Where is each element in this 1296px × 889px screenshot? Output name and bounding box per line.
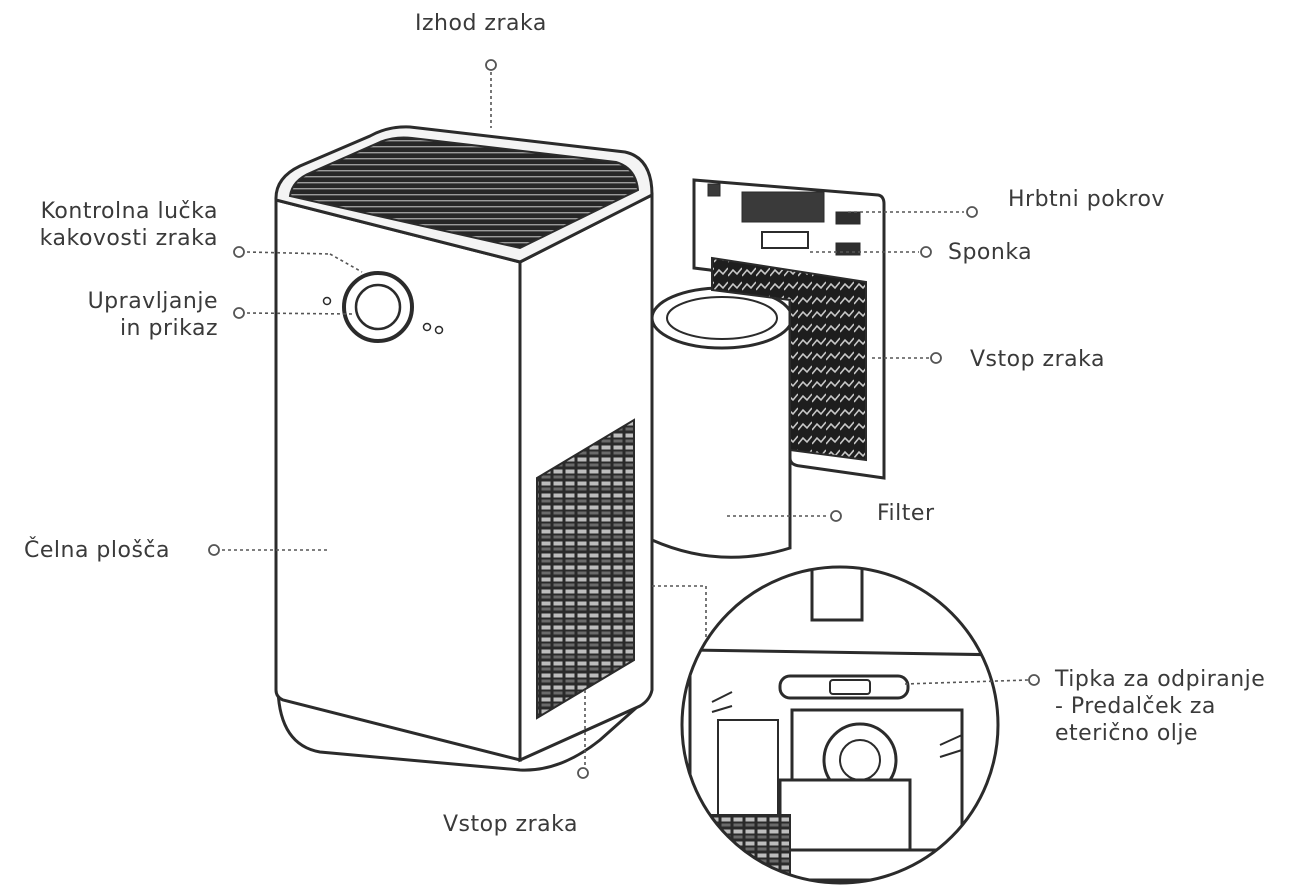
indicator-dot (322, 296, 332, 306)
callout-control (233, 307, 245, 319)
purifier-body (274, 125, 654, 772)
label-air-inlet-bottom: Vstop zraka (443, 812, 578, 837)
callout-markers (208, 59, 1040, 779)
label-air-outlet: Izhod zraka (415, 11, 547, 36)
label-back-cover: Hrbtni pokrov (1008, 187, 1165, 212)
label-control-display: Upravljanje in prikaz (88, 288, 218, 342)
button-dot-1 (422, 322, 432, 332)
label-front-panel: Čelna plošča (24, 538, 171, 563)
label-air-quality-indicator-line1: Kontrolna lučka (40, 199, 218, 224)
filter-cylinder (650, 286, 794, 559)
callout-air-inlet-bottom (577, 767, 589, 779)
callout-back-cover (966, 206, 978, 218)
label-filter: Filter (877, 501, 935, 526)
label-air-inlet-right: Vstop zraka (970, 347, 1105, 372)
button-dot-2 (434, 325, 444, 335)
callout-front-panel (208, 544, 220, 556)
label-release-line3: eterično olje (1055, 721, 1199, 746)
label-air-quality-indicator: Kontrolna lučka kakovosti zraka (40, 198, 218, 252)
label-air-quality-indicator-line2: kakovosti zraka (39, 226, 218, 251)
label-release-line1: Tipka za odpiranje (1055, 667, 1266, 692)
callout-air-inlet-right (930, 352, 942, 364)
callout-air-outlet (485, 59, 497, 71)
label-clip: Sponka (948, 240, 1033, 265)
callout-indicator (233, 246, 245, 258)
callout-filter (830, 510, 842, 522)
release-button-zoom-inset (680, 565, 1000, 885)
back-cover (692, 178, 886, 480)
label-release-line2: - Predalček za (1055, 694, 1216, 719)
callout-clip (920, 246, 932, 258)
label-control-display-line1: Upravljanje (87, 289, 218, 314)
callout-release (1028, 674, 1040, 686)
label-control-display-line2: in prikaz (119, 316, 218, 341)
side-air-inlet-grille (536, 418, 635, 720)
essential-oil-drawer (778, 778, 912, 852)
purifier-left-side (274, 198, 522, 762)
leader-lines (222, 72, 1029, 766)
label-release-button: Tipka za odpiranje - Predalček za eterič… (1055, 666, 1265, 747)
control-dial-inner (354, 283, 402, 331)
air-outlet-grille (288, 136, 640, 250)
